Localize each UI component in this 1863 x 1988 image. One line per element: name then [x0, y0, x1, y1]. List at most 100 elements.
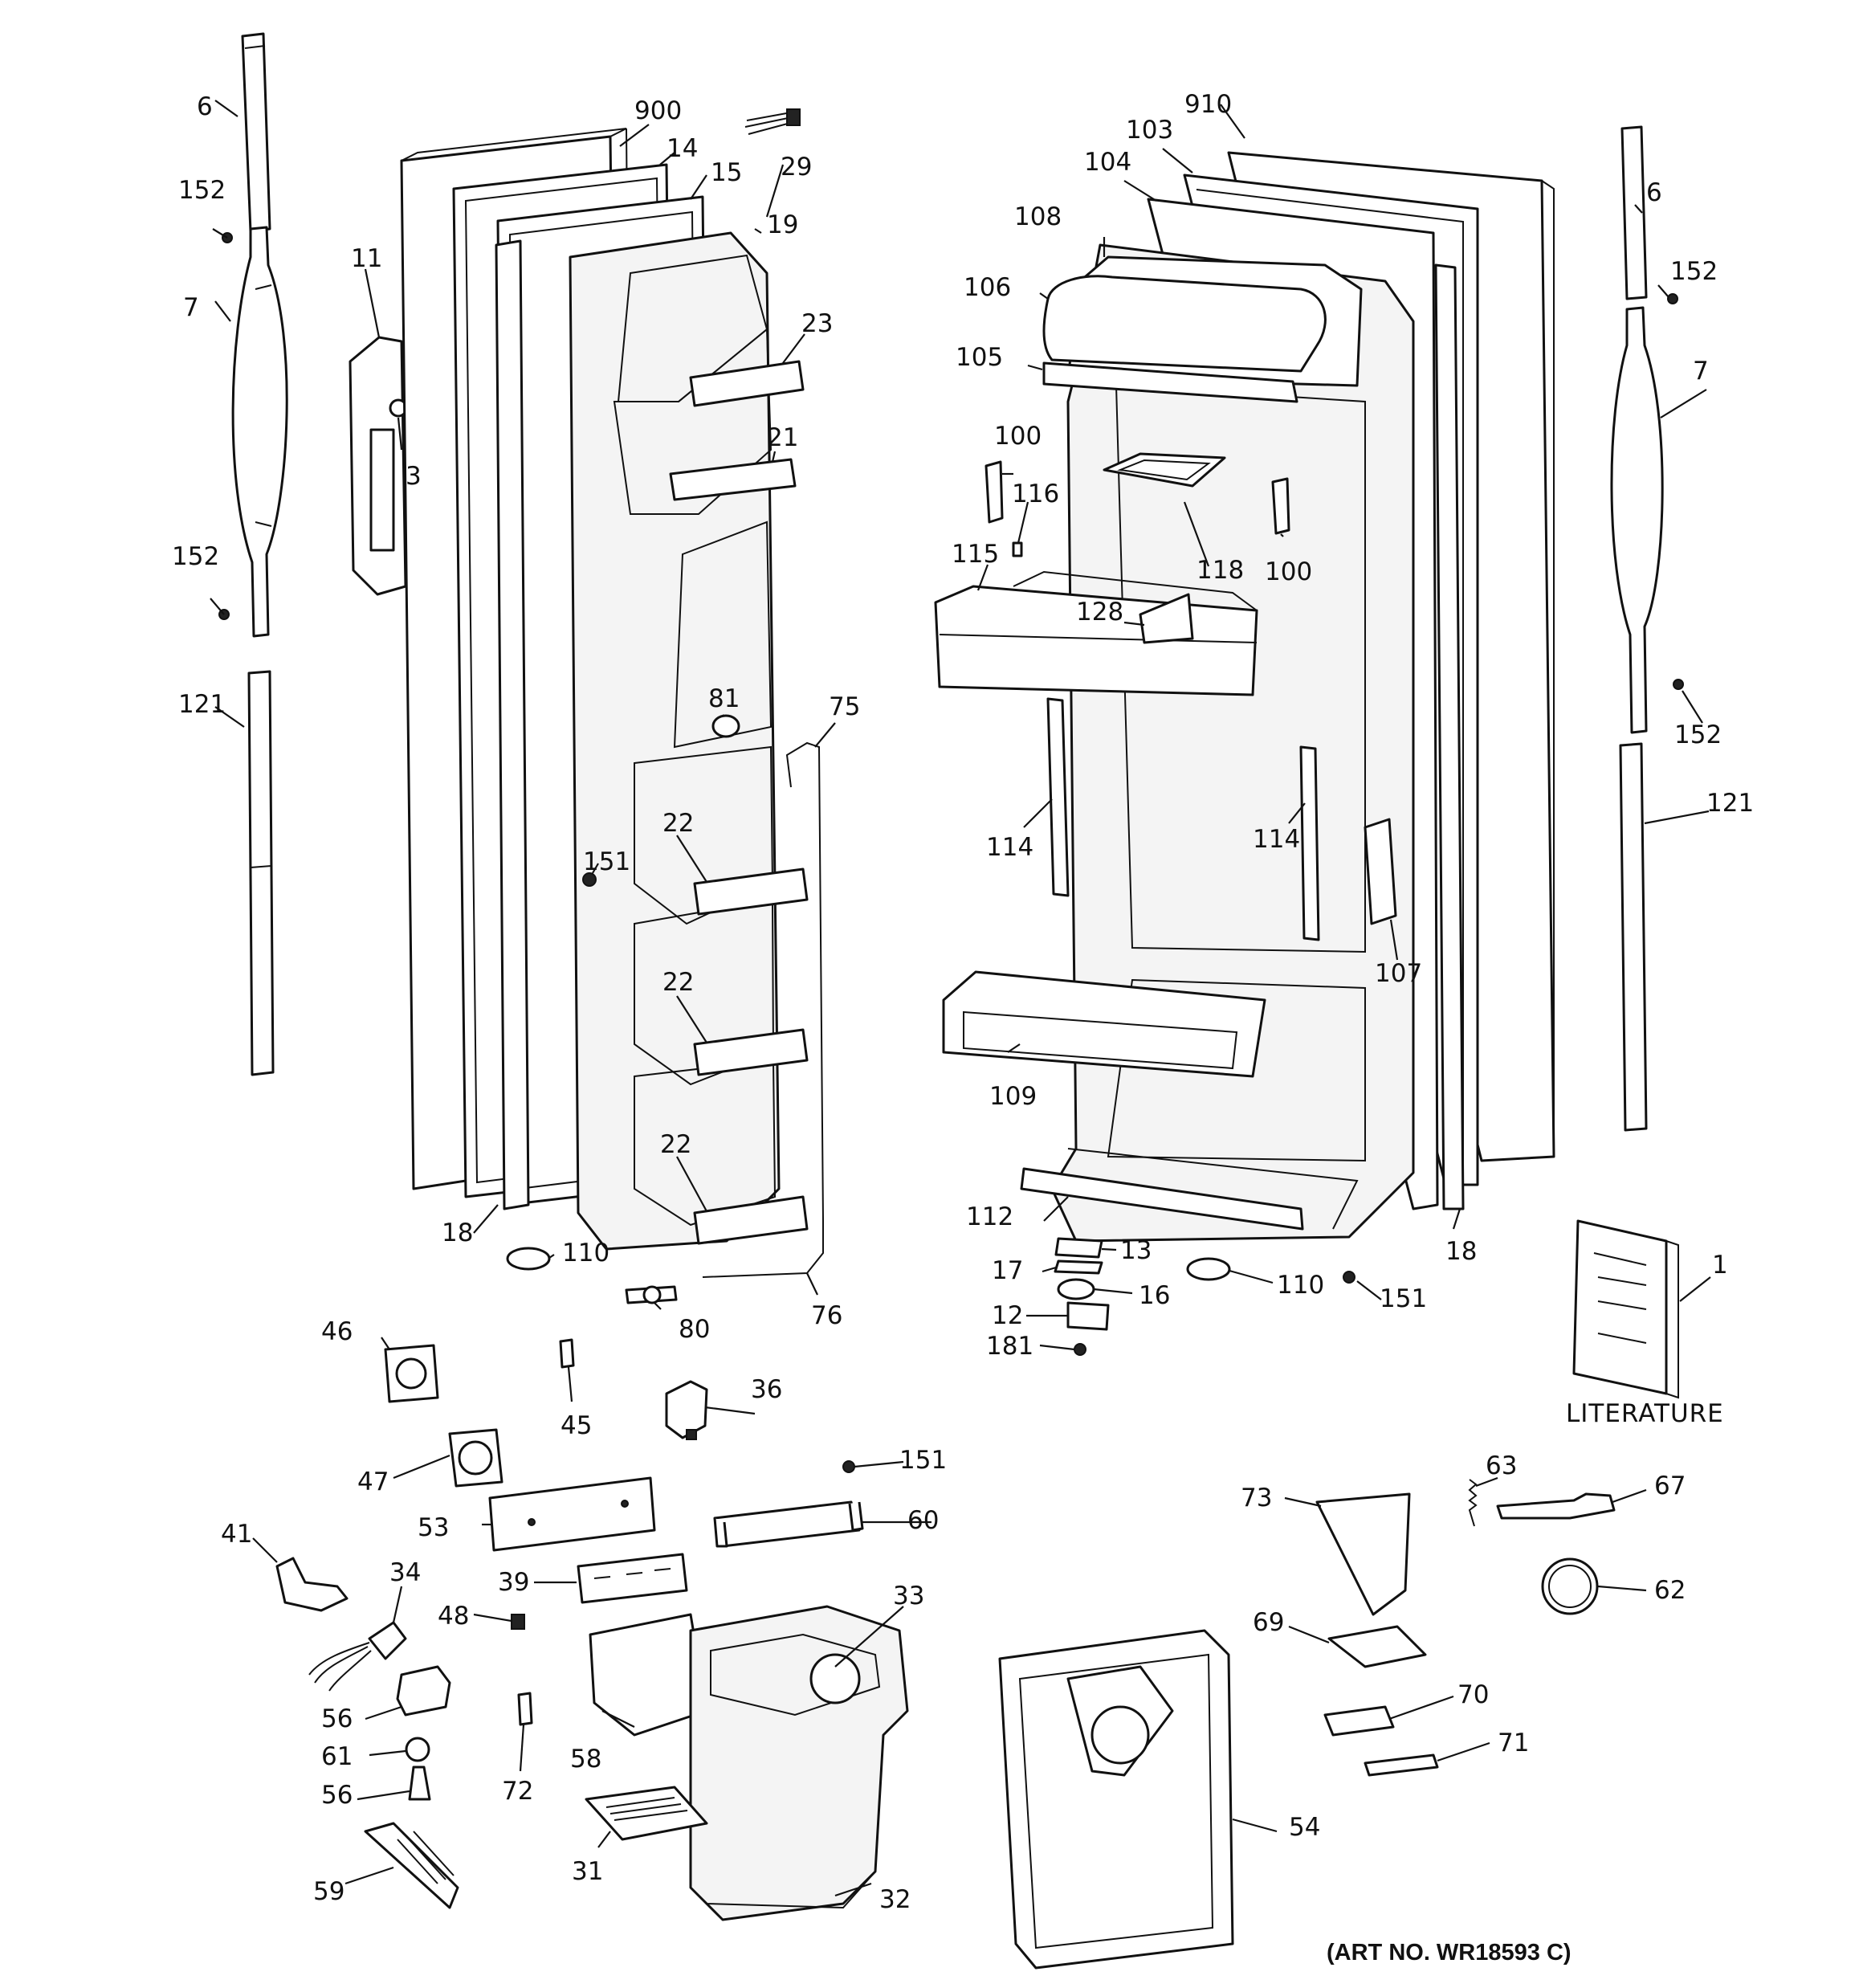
part-100-clip-right: [1271, 477, 1290, 535]
label-100-left: 100: [994, 422, 1042, 451]
part-labels: 6 152 7 11 3 152 121 900 14 15 29 19 23 …: [172, 90, 1754, 1914]
label-18-right: 18: [1445, 1237, 1477, 1266]
literature-caption: LITERATURE: [1566, 1399, 1724, 1428]
label-910: 910: [1184, 90, 1232, 119]
label-107: 107: [1375, 959, 1422, 988]
label-21: 21: [767, 423, 798, 452]
label-33: 33: [893, 1582, 924, 1610]
part-46-knob: [384, 1344, 439, 1403]
label-80: 80: [679, 1315, 710, 1344]
part-11-bracket: [349, 336, 408, 596]
label-71: 71: [1498, 1729, 1529, 1757]
label-15: 15: [711, 158, 742, 187]
part-16-hinge-pin: [1057, 1278, 1095, 1300]
part-17-bushing: [1054, 1259, 1103, 1275]
part-1-literature-booklet: [1572, 1219, 1679, 1399]
label-115: 115: [952, 540, 999, 569]
label-118: 118: [1196, 556, 1244, 585]
part-114-rail-right: [1299, 745, 1320, 941]
part-110-plug-freezer: [506, 1247, 551, 1271]
part-7-handle-right: [1610, 306, 1664, 734]
part-60-actuator: [713, 1500, 864, 1548]
label-152-right-bottom: 152: [1674, 720, 1722, 749]
part-34-switch: [308, 1621, 407, 1692]
label-900: 900: [634, 96, 682, 125]
label-103: 103: [1126, 116, 1173, 145]
label-53: 53: [418, 1513, 449, 1542]
part-62-ring: [1541, 1557, 1599, 1615]
part-13-hinge-shim: [1054, 1237, 1103, 1259]
part-61-socket: [405, 1737, 430, 1762]
label-7-right: 7: [1693, 357, 1709, 386]
label-34: 34: [389, 1558, 421, 1587]
label-17: 17: [992, 1256, 1023, 1285]
label-12: 12: [992, 1301, 1023, 1330]
label-114-right: 114: [1253, 825, 1300, 854]
part-53-panel: [488, 1476, 656, 1552]
label-45: 45: [561, 1411, 592, 1440]
part-58-bracket: [589, 1613, 708, 1737]
part-73-chute: [1315, 1492, 1411, 1616]
part-33-dispenser-housing: [689, 1605, 909, 1921]
part-22-rail-middle: [693, 1028, 809, 1076]
part-118-shelf: [1103, 452, 1226, 488]
label-152-left-bottom: 152: [172, 542, 219, 571]
label-29: 29: [781, 153, 812, 182]
label-72: 72: [502, 1777, 533, 1806]
label-109: 109: [989, 1082, 1037, 1111]
label-152-left-top: 152: [178, 176, 226, 205]
label-41: 41: [221, 1520, 252, 1549]
part-116-spring: [1012, 541, 1023, 557]
part-67-lever: [1496, 1492, 1616, 1520]
label-151-fresh: 151: [1380, 1284, 1427, 1313]
part-152-screw-right-bottom: [1673, 679, 1684, 690]
label-1: 1: [1712, 1251, 1728, 1280]
label-56-lamp: 56: [321, 1781, 353, 1810]
part-6-trim-left: [241, 32, 271, 233]
label-60: 60: [907, 1506, 939, 1535]
part-112-rail: [1020, 1167, 1304, 1231]
part-181-screw: [1074, 1343, 1086, 1356]
label-61: 61: [321, 1742, 353, 1771]
art-number: (ART NO. WR18593 C): [1327, 1940, 1572, 1966]
part-70-bracket: [1323, 1705, 1395, 1737]
label-14: 14: [667, 134, 698, 163]
label-62: 62: [1654, 1576, 1686, 1605]
label-19: 19: [767, 210, 798, 239]
part-56-lamp: [408, 1766, 431, 1801]
label-100-right: 100: [1265, 557, 1312, 586]
part-59-pad: [364, 1822, 459, 1909]
label-22-bottom: 22: [660, 1130, 691, 1159]
label-36: 36: [751, 1375, 782, 1404]
part-152-screw-left-top: [212, 228, 233, 243]
part-100-clip-left: [984, 460, 1004, 524]
part-151-screw-fresh: [1343, 1271, 1355, 1284]
part-22-rail-bottom: [693, 1195, 809, 1245]
part-47-housing: [448, 1428, 503, 1488]
label-114-left: 114: [986, 833, 1033, 862]
part-56-cover: [396, 1665, 451, 1717]
label-105: 105: [956, 343, 1003, 372]
label-112: 112: [966, 1202, 1013, 1231]
label-3: 3: [406, 462, 422, 491]
part-121-trim-left: [247, 670, 275, 1076]
part-45-clip: [559, 1338, 575, 1369]
label-110-fresh: 110: [1277, 1271, 1324, 1300]
label-106: 106: [964, 273, 1011, 302]
label-59: 59: [313, 1877, 344, 1906]
label-181: 181: [986, 1332, 1033, 1361]
part-63-spring: [1468, 1479, 1478, 1527]
part-69-chute-door: [1327, 1625, 1427, 1668]
part-105-rail: [1042, 361, 1298, 403]
label-6-right: 6: [1646, 178, 1662, 207]
label-81: 81: [708, 684, 740, 713]
part-48-connector: [511, 1614, 525, 1630]
part-12-hinge: [1066, 1301, 1110, 1331]
part-7-handle-left: [231, 226, 288, 638]
label-7-left: 7: [183, 293, 199, 322]
part-72-switch: [517, 1692, 533, 1726]
label-6-left: 6: [197, 92, 213, 121]
part-21-rail: [669, 458, 797, 501]
label-76: 76: [811, 1301, 842, 1330]
label-39: 39: [498, 1568, 529, 1597]
